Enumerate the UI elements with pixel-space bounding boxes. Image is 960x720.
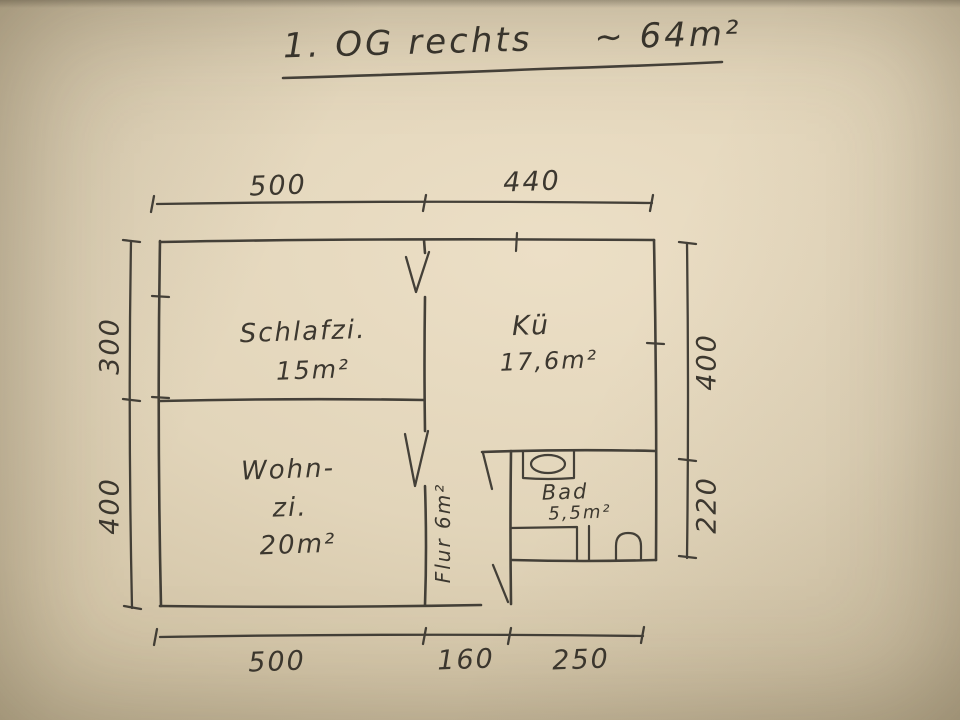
dim-label-left-bottom: 400 [94,477,126,535]
room-area-bad: 5,5m² [547,501,613,525]
bath-fixtures [509,449,643,562]
title-text: 1. OG rechts [282,19,533,67]
dim-label-left-top: 300 [94,317,126,375]
wall-main-vertical-low [423,484,428,607]
wall-bottom [158,603,483,609]
wall-right [652,238,658,562]
dimension-lines [121,193,698,647]
title-underline [281,60,724,80]
wall-tick-left-lower [150,395,171,400]
wall-ticks [150,231,666,400]
dim-label-bottom-right: 250 [551,643,611,677]
dim-top-ticks [149,193,655,214]
wall-main-vertical-mid [423,295,427,433]
room-label-schlafzimmer: Schlafzi. [239,314,367,350]
dim-label-right-top: 400 [691,333,723,391]
room-area-schlafzimmer: 15m² [275,354,351,386]
dim-right-ticks [677,240,698,560]
outer-walls [157,238,658,609]
door-leaf-entry [491,563,510,604]
wall-bad-bottom [510,558,658,563]
dim-label-right-bottom: 220 [691,476,723,534]
dim-left-ticks [121,238,143,611]
wall-main-vertical-top [422,238,427,255]
wall-left [157,239,163,608]
toilet-icon [614,531,643,562]
room-area-kueche: 17,6m² [499,345,599,377]
room-label-flur: Flur 6m² [431,482,455,584]
room-label-kueche: Kü [511,309,551,343]
wall-top [158,238,656,244]
room-label-wohnzimmer-2: zi. [271,492,309,524]
room-label-bad: Bad [541,479,589,505]
dimension-line-right [685,241,690,560]
sink-icon [521,449,576,481]
shower-icon [509,524,591,562]
dim-label-top-right: 440 [502,165,562,199]
dimension-line-top [155,200,654,206]
room-area-wohnzimmer: 20m² [259,528,337,562]
window-tick-top [514,231,519,253]
wall-schlaf-wohn [158,397,426,403]
title-area: ~ 64m² [593,13,743,58]
dim-label-bottom-left: 500 [247,645,307,679]
sink-basin [529,453,567,475]
wall-bad-top [480,448,657,454]
door-swing-schlafzimmer [404,250,431,294]
door-leaf-bad [481,451,494,491]
dimension-line-left [128,239,134,610]
doors [403,250,510,604]
interior-walls [158,238,657,607]
dim-label-bottom-middle: 160 [436,643,496,677]
dim-label-top-left: 500 [248,169,308,203]
wall-tick-right [645,341,666,346]
dim-bottom-ticks [152,625,646,647]
door-swing-wohnzimmer [403,429,430,488]
room-label-wohnzimmer-1: Wohn- [240,453,336,487]
wall-tick-left-upper [150,294,171,299]
dimension-line-bottom [158,633,645,639]
